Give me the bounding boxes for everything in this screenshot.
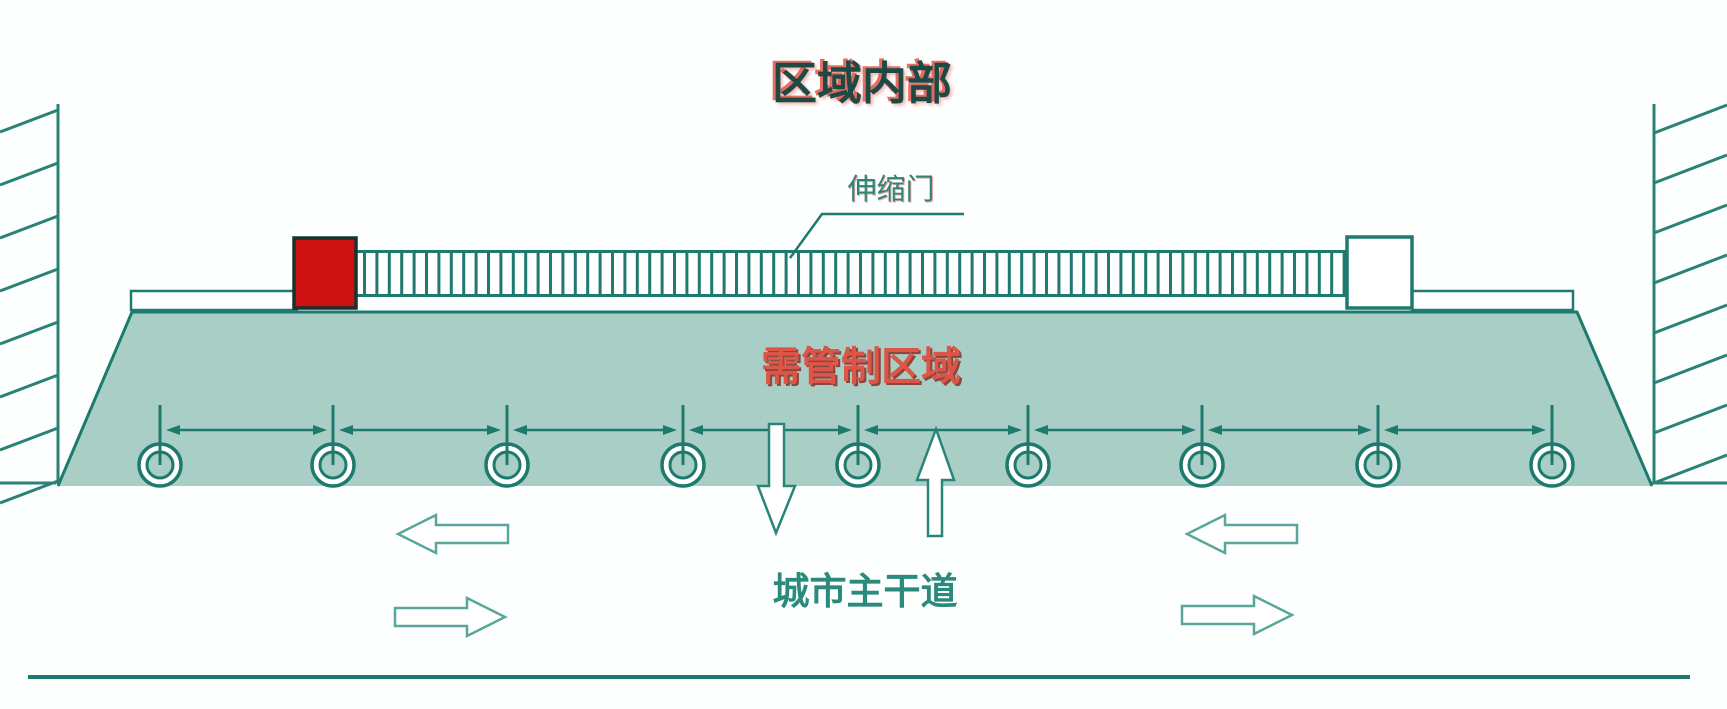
right-wall-hatching (1653, 103, 1727, 485)
entry-down-arrow (756, 422, 797, 537)
page-title: 区域内部 (772, 57, 952, 110)
right-wall (1652, 103, 1727, 485)
left-wall-hatching (0, 108, 59, 505)
controlled-area-fill (58, 312, 1652, 486)
gate-receiver-post (1345, 235, 1414, 310)
right-fence-bar (1410, 289, 1575, 312)
gate-label: 伸缩门 (847, 172, 934, 206)
exit-up-arrow (915, 425, 956, 538)
controlled-area-outline (56, 310, 1654, 487)
left-wall (0, 104, 60, 505)
road-label: 城市主干道 (773, 570, 958, 613)
gate-bars-band (356, 250, 1347, 297)
gate-label-leader-line (788, 212, 964, 259)
gate-motor-box (292, 236, 358, 310)
left-fence-bar (129, 289, 299, 312)
controlled-area (56, 310, 1654, 487)
controlled-area-label: 需管制区域 (761, 344, 961, 390)
retractable-gate (356, 250, 1347, 297)
